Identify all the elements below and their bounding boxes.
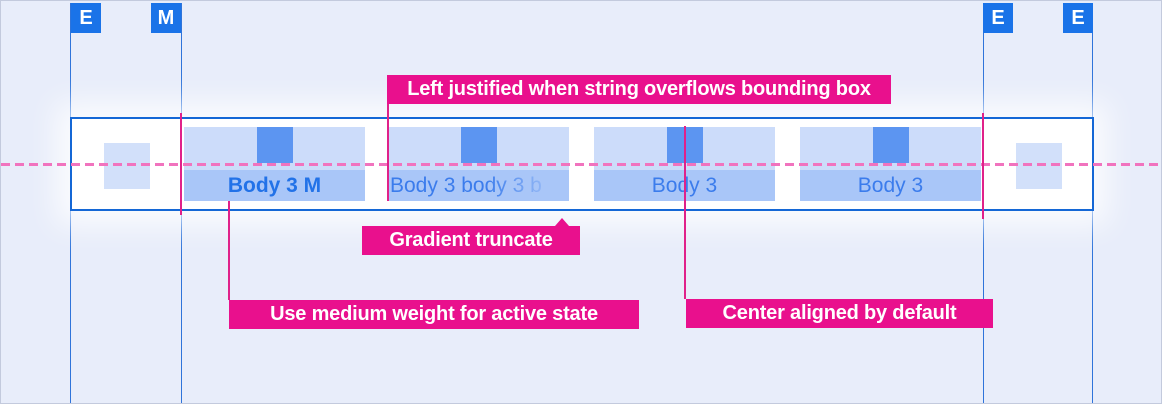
center-baseline-dashed-line [1,163,1161,166]
tab-item-overflow[interactable]: Body 3 body 3 b [388,127,569,201]
tab-label-overflow: Body 3 body 3 b [388,170,569,201]
tab-icon-area [184,127,365,170]
connector-left-margin-edge [180,113,182,215]
connector-center-aligned [684,126,686,299]
tab-label-active: Body 3 M [184,170,365,201]
annotation-text: Gradient truncate [389,229,553,251]
annotation-medium-weight: Use medium weight for active state [229,300,639,329]
connector-left-justified [387,104,389,201]
tab-icon-placeholder [460,127,497,163]
tab-label-default: Body 3 [800,170,981,201]
annotation-center-aligned: Center aligned by default [686,299,993,328]
tab-icon-placeholder [256,127,293,163]
tab-icon-area [800,127,981,170]
left-inset-placeholder [104,143,150,189]
tab-icon-area [388,127,569,170]
spacing-marker-e-right-inner: E [983,3,1013,33]
spacing-marker-e-left-outer: E [71,3,101,33]
tab-icon-placeholder [872,127,909,163]
spacing-marker-e-right-outer: E [1063,3,1093,33]
connector-medium-weight [228,201,230,300]
spacing-marker-m-left: M [151,3,181,33]
gradient-truncate-fade [485,170,569,201]
annotation-gradient-truncate: Gradient truncate [362,218,580,255]
tab-item-active[interactable]: Body 3 M [184,127,365,201]
annotation-left-justified: Left justified when string overflows bou… [387,75,891,104]
right-inset-placeholder [1016,143,1062,189]
connector-right-margin-edge [982,113,984,219]
tab-item-default-2[interactable]: Body 3 [800,127,981,201]
annotation-pointer-up-icon [555,218,569,226]
